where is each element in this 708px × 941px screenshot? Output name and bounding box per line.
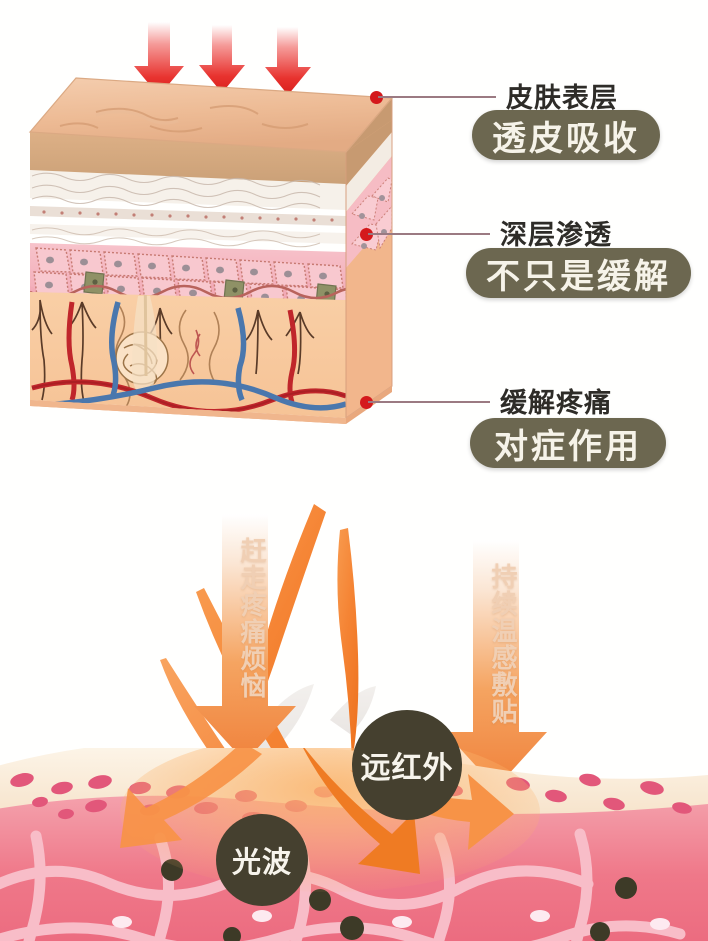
pill-transdermal-absorption[interactable]: 透皮吸收 bbox=[472, 110, 660, 160]
particle-dots bbox=[161, 859, 637, 941]
absorption-arrows-group bbox=[134, 22, 311, 96]
callout-line-surface bbox=[378, 96, 496, 98]
badge-lightwave[interactable]: 光波 bbox=[216, 814, 308, 906]
callout-dot-surface bbox=[370, 91, 383, 104]
pill-targeted-action[interactable]: 对症作用 bbox=[470, 418, 666, 468]
arrow-left-shape bbox=[194, 514, 296, 762]
fibre-nodes bbox=[112, 910, 670, 930]
skin-cross-section-section: 皮肤表层 透皮吸收 深层渗透 不只是缓解 缓解疼痛 对症作用 bbox=[28, 22, 691, 468]
hair-follicle bbox=[132, 292, 158, 398]
callout-line-pain bbox=[368, 401, 490, 403]
infrared-lightwave-section: 赶走疼痛烦恼 持续温感敷贴 远红外 光波 bbox=[0, 492, 708, 941]
arrow-caption-right: 持续温感敷贴 bbox=[488, 563, 518, 725]
pill-more-than-relief[interactable]: 不只是缓解 bbox=[466, 248, 691, 298]
callout-caption-surface: 皮肤表层 bbox=[506, 83, 618, 113]
callout-caption-deep: 深层渗透 bbox=[500, 220, 612, 250]
badge-far-infrared[interactable]: 远红外 bbox=[352, 710, 462, 820]
arrow-caption-left: 赶走疼痛烦恼 bbox=[237, 537, 267, 699]
callout-dot-deep bbox=[360, 228, 373, 241]
callout-line-deep bbox=[368, 233, 490, 235]
callout-caption-pain: 缓解疼痛 bbox=[500, 388, 612, 418]
veins bbox=[31, 301, 346, 411]
callout-dot-pain bbox=[360, 396, 373, 409]
arrow-right-shape bbox=[445, 540, 547, 788]
infrared-illustration bbox=[0, 504, 708, 941]
